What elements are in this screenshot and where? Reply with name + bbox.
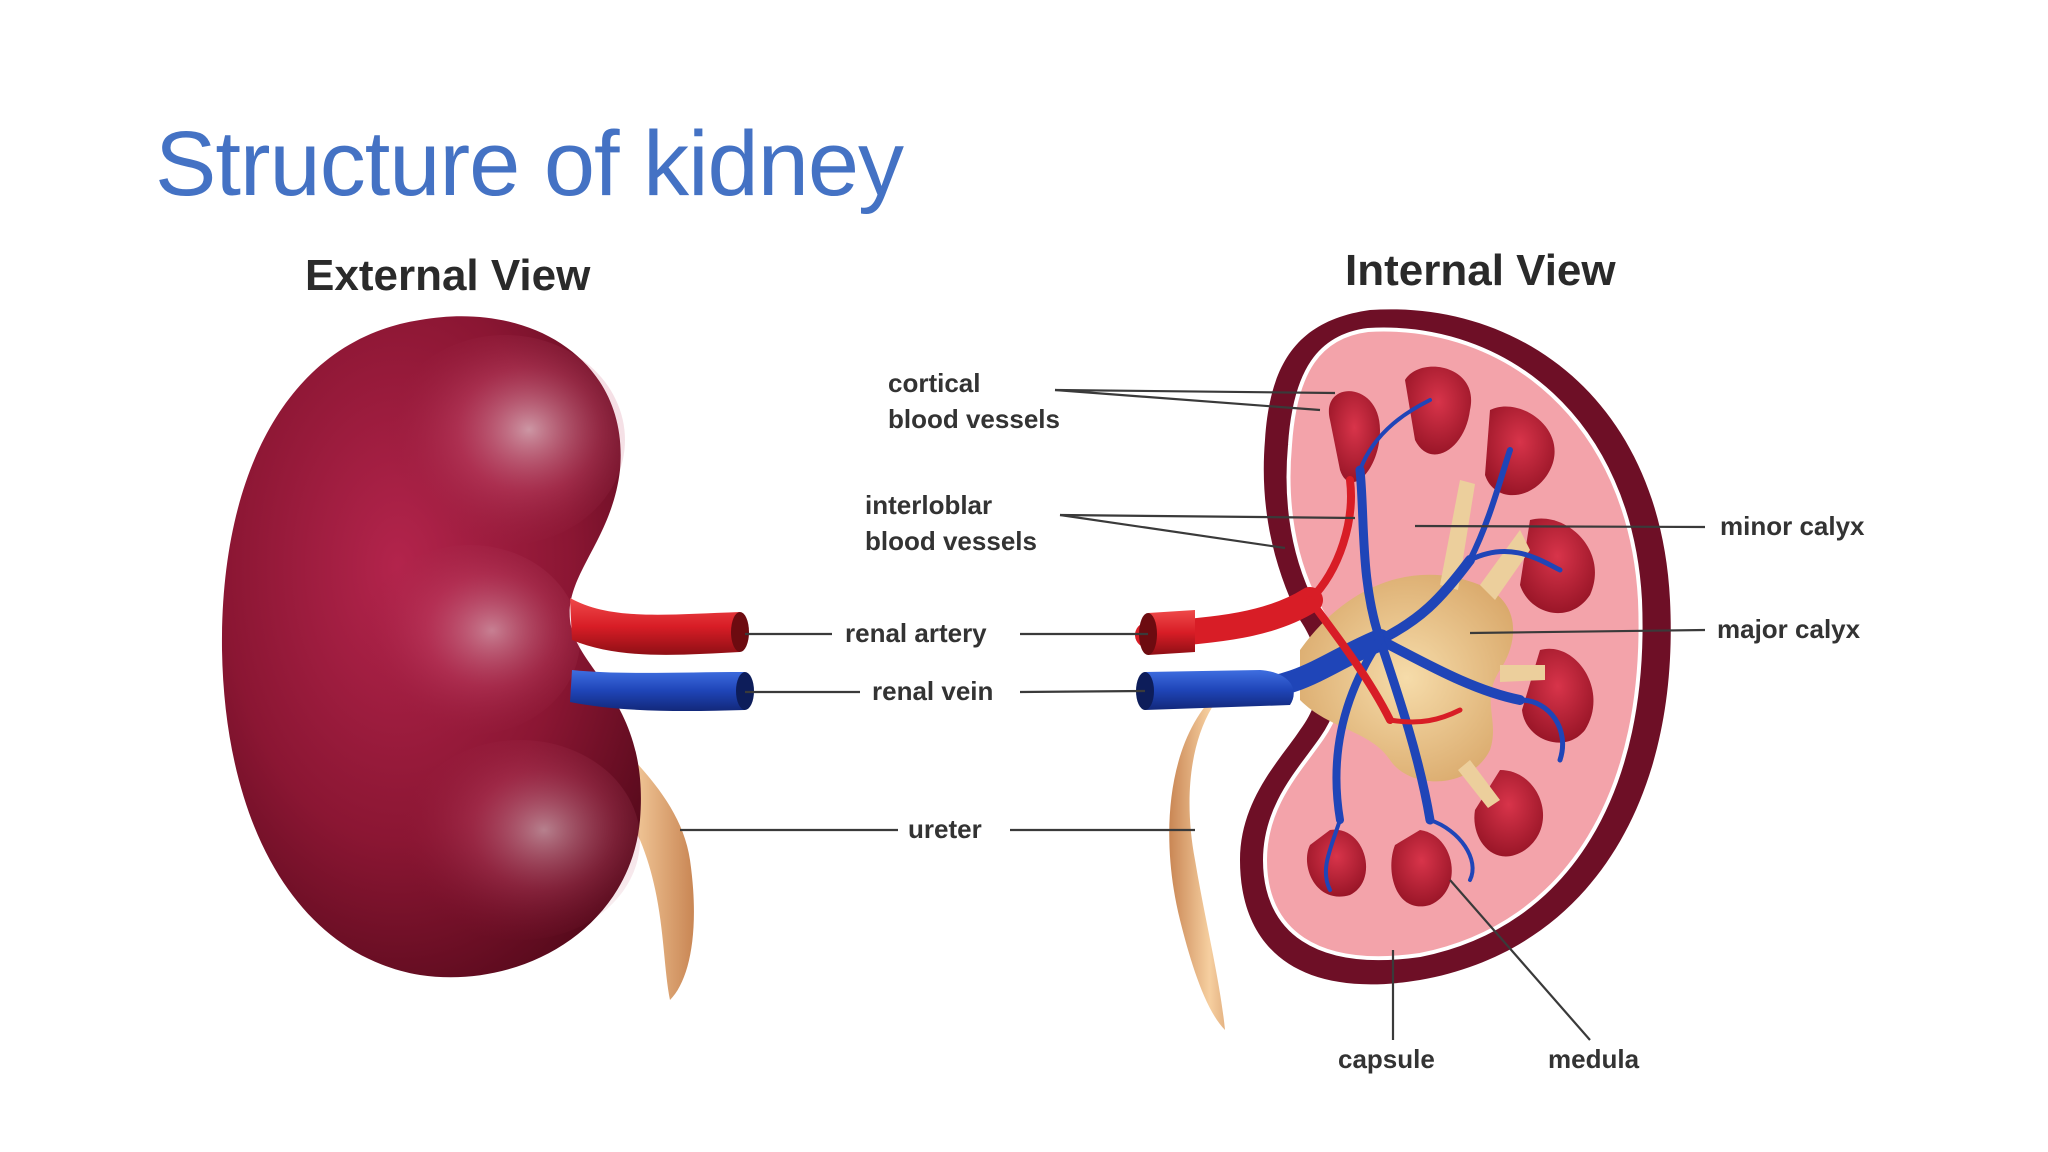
label-renal-artery: renal artery	[845, 618, 987, 648]
external-kidney	[221, 316, 754, 1000]
internal-kidney	[1135, 309, 1671, 1030]
label-interlobar-line2: blood vessels	[865, 526, 1037, 556]
label-minor-calyx: minor calyx	[1720, 511, 1865, 541]
internal-view-title: Internal View	[1345, 246, 1616, 295]
label-cortical-line1: cortical	[888, 368, 981, 398]
label-cortical-line2: blood vessels	[888, 404, 1060, 434]
slide-title: Structure of kidney	[155, 113, 904, 215]
external-view-title: External View	[305, 251, 591, 300]
label-ureter: ureter	[908, 814, 982, 844]
label-capsule: capsule	[1338, 1044, 1435, 1074]
label-renal-vein: renal vein	[872, 676, 993, 706]
label-major-calyx: major calyx	[1717, 614, 1861, 644]
leader-lines	[680, 388, 1706, 1041]
label-medula: medula	[1548, 1044, 1640, 1074]
label-interlobar-line1: interloblar	[865, 490, 992, 520]
